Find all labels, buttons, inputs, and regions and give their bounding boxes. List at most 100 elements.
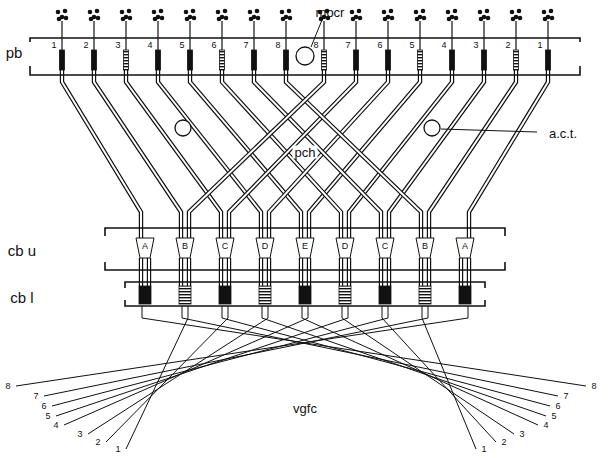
column-number: 3 — [473, 41, 478, 50]
cell-body — [224, 16, 229, 21]
vgfc-fiber — [382, 306, 496, 442]
fiber-number: 8 — [5, 382, 10, 391]
cbl-column — [459, 286, 471, 304]
cbl-column — [259, 286, 271, 304]
column-number: 3 — [115, 41, 120, 50]
cbl-column — [219, 286, 231, 304]
fiber-number: 3 — [77, 430, 82, 439]
pb-glomerulus — [284, 50, 289, 70]
neurite — [387, 21, 388, 50]
cell-body — [511, 17, 516, 22]
pb-glomerulus — [546, 50, 551, 70]
neurite — [355, 21, 356, 50]
vgfc-fiber — [262, 306, 546, 416]
neurite — [285, 21, 286, 50]
pb-glomerulus — [124, 50, 129, 70]
neurite — [515, 21, 516, 50]
cell-body — [63, 9, 68, 14]
vgfc-fiber — [182, 306, 558, 396]
pb-bracket — [30, 38, 580, 75]
cell-body — [485, 9, 490, 14]
cell-body — [383, 17, 388, 22]
cbl-column — [139, 286, 151, 304]
cell-body — [160, 16, 165, 21]
cell-body — [217, 17, 222, 22]
pb-glomerulus — [156, 50, 161, 70]
cell-body — [120, 10, 125, 15]
pb-cb-fiber — [126, 70, 221, 240]
column-letter: B — [422, 242, 428, 251]
cbu-column — [176, 238, 194, 258]
cbu-bracket — [105, 228, 505, 270]
neurite — [323, 21, 324, 50]
cbu-column — [136, 238, 154, 258]
pb-glomerulus — [92, 50, 97, 70]
cell-body — [192, 16, 197, 21]
fiber-number: 6 — [41, 402, 46, 411]
vgfc-fiber — [342, 306, 514, 434]
cbl-bracket — [125, 282, 485, 306]
cell-body — [446, 10, 451, 15]
cell-body — [248, 10, 253, 15]
cell-body — [550, 16, 555, 21]
vgfc-fiber — [44, 306, 428, 396]
cell-body — [88, 10, 93, 15]
fiber-number: 2 — [501, 438, 506, 447]
neurite — [221, 21, 222, 50]
fiber-number: 3 — [519, 430, 524, 439]
column-letter: B — [182, 242, 188, 251]
cbu-column — [256, 238, 274, 258]
pb-glomerulus — [188, 50, 193, 70]
cell-body — [121, 17, 126, 22]
cell-body — [280, 10, 285, 15]
region-label: mocr — [316, 6, 345, 19]
fiber-number: 1 — [115, 445, 120, 454]
mocr-circle — [296, 47, 314, 65]
cbl-column — [419, 286, 431, 304]
leader-line — [441, 129, 537, 132]
neurite — [189, 21, 190, 50]
cell-body — [543, 17, 548, 22]
vgfc-fiber — [88, 306, 268, 434]
pb-glomerulus — [386, 50, 391, 70]
region-label: cb l — [10, 290, 33, 305]
cbu-column — [456, 238, 474, 258]
pb-glomerulus — [252, 50, 257, 70]
cbl-column — [299, 286, 311, 304]
column-letter: E — [302, 242, 308, 251]
vgfc-fiber — [16, 306, 468, 386]
fiber-number: 2 — [95, 438, 100, 447]
column-number: 2 — [505, 41, 510, 50]
pb-glomerulus — [220, 50, 225, 70]
cell-body — [414, 10, 419, 15]
cell-body — [447, 17, 452, 22]
fiber-number: 6 — [555, 402, 560, 411]
neurite — [157, 21, 158, 50]
neurite — [483, 21, 484, 50]
tract-circle — [175, 120, 191, 136]
cell-body — [223, 9, 228, 14]
vgfc-fiber — [106, 306, 228, 442]
cell-body — [89, 17, 94, 22]
cbu-column — [376, 238, 394, 258]
column-number: 5 — [409, 41, 414, 50]
column-letter: D — [342, 242, 349, 251]
cell-body — [281, 17, 286, 22]
cell-body — [518, 16, 523, 21]
pb-cb-fiber — [389, 70, 484, 240]
pb-cb-fiber — [286, 70, 421, 240]
pb-glomerulus — [450, 50, 455, 70]
cell-body — [191, 9, 196, 14]
pb-glomerulus — [60, 50, 65, 70]
cell-body — [95, 9, 100, 14]
column-number: 7 — [243, 41, 248, 50]
column-number: 5 — [179, 41, 184, 50]
region-label: pch — [293, 146, 318, 159]
fiber-number: 5 — [551, 412, 556, 421]
cell-body — [415, 17, 420, 22]
fiber-number: 8 — [591, 382, 596, 391]
cell-body — [184, 10, 189, 15]
act-circle — [424, 120, 440, 136]
cell-body — [57, 17, 62, 22]
